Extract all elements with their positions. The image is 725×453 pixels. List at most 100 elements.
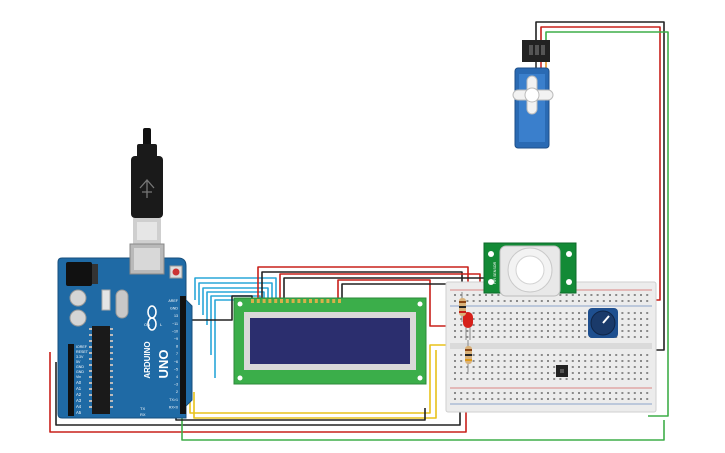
digital-pin-label: ~5: [174, 367, 178, 371]
breadboard-hole: [621, 318, 624, 320]
chip-pin: [89, 394, 92, 396]
breadboard-hole: [509, 392, 512, 394]
breadboard-hole: [497, 294, 500, 296]
breadboard-hole: [516, 366, 518, 368]
breadboard-hole: [633, 324, 636, 326]
breadboard-hole: [596, 392, 599, 394]
chip-pin: [110, 352, 113, 354]
breadboard-hole: [609, 372, 611, 374]
breadboard-hole: [584, 366, 587, 368]
chip-pin: [89, 406, 92, 408]
breadboard-hole: [565, 312, 568, 314]
breadboard-hole: [621, 372, 624, 374]
power-pin-label: GND: [76, 365, 84, 369]
lcd-pin: [332, 299, 336, 303]
breadboard-hole: [559, 378, 562, 380]
arduino-uno: ARDUINO UNO ON L TX RX IOREFRESET3.3V5VG…: [57, 243, 193, 419]
breadboard-hole: [590, 392, 593, 394]
breadboard-hole: [627, 324, 630, 326]
pushbutton[interactable]: [556, 365, 568, 377]
label-tx: TX: [140, 406, 145, 411]
breadboard-hole: [627, 294, 630, 296]
chip-pin: [89, 364, 92, 366]
breadboard-hole: [516, 398, 518, 400]
breadboard-hole: [491, 398, 494, 400]
pir-label: PIR SENSOR: [493, 261, 497, 284]
breadboard-hole: [640, 312, 642, 314]
analog-pin-label: A2: [76, 392, 82, 397]
breadboard-hole: [646, 330, 649, 332]
breadboard-hole: [534, 360, 537, 362]
breadboard-hole: [615, 378, 618, 380]
breadboard-hole: [627, 392, 630, 394]
breadboard-hole: [590, 354, 593, 356]
lcd-pin: [314, 299, 318, 303]
breadboard-hole: [516, 336, 518, 338]
button-wire-yellow: [193, 350, 437, 419]
breadboard-hole: [509, 324, 512, 326]
breadboard-hole: [534, 324, 537, 326]
breadboard-hole: [478, 330, 481, 332]
breadboard-hole: [621, 300, 624, 302]
breadboard-hole: [460, 372, 463, 374]
reset-button-cap[interactable]: [172, 268, 180, 276]
breadboard-hole: [503, 372, 506, 374]
analog-pin-label: A4: [76, 404, 82, 409]
breadboard-hole: [621, 398, 624, 400]
breadboard-hole: [509, 318, 512, 320]
breadboard-hole: [491, 318, 494, 320]
chip-pin: [89, 352, 92, 354]
breadboard-hole: [472, 354, 475, 356]
lcd-pin: [285, 299, 289, 303]
chip-pin: [89, 334, 92, 336]
breadboard-hole: [609, 378, 611, 380]
breadboard-hole: [528, 372, 531, 374]
breadboard-hole: [627, 366, 630, 368]
breadboard-hole: [640, 398, 642, 400]
breadboard-hole: [627, 378, 630, 380]
digital-pin-label: RX<0: [169, 405, 178, 409]
breadboard-hole: [497, 366, 500, 368]
breadboard-hole: [578, 354, 580, 356]
breadboard-hole: [590, 366, 593, 368]
breadboard-hole: [596, 398, 599, 400]
lcd-wire-black-rw: [187, 295, 253, 321]
breadboard-hole: [578, 392, 580, 394]
breadboard-hole: [478, 372, 481, 374]
breadboard-hole: [602, 392, 605, 394]
breadboard-hole: [540, 360, 543, 362]
chip-pin: [89, 328, 92, 330]
breadboard-hole: [559, 312, 562, 314]
breadboard-hole: [646, 336, 649, 338]
servo-wire-green: [545, 31, 669, 417]
breadboard-hole: [497, 398, 500, 400]
breadboard-hole: [472, 318, 475, 320]
breadboard-hole: [547, 318, 549, 320]
breadboard-hole: [584, 324, 587, 326]
breadboard-hole: [646, 378, 649, 380]
breadboard-hole: [584, 336, 587, 338]
breadboard-hole: [478, 398, 481, 400]
breadboard-hole: [491, 330, 494, 332]
breadboard-hole: [472, 398, 475, 400]
breadboard-hole: [534, 366, 537, 368]
breadboard-hole: [615, 398, 618, 400]
breadboard-hole: [522, 360, 525, 362]
breadboard-hole: [621, 378, 624, 380]
usb-cable: [131, 128, 163, 244]
breadboard-hole: [497, 300, 500, 302]
breadboard-hole: [633, 336, 636, 338]
chip-pin: [89, 358, 92, 360]
breadboard-hole: [559, 398, 562, 400]
breadboard-hole: [609, 392, 611, 394]
chip-pin: [110, 334, 113, 336]
breadboard-hole: [553, 392, 556, 394]
breadboard-hole: [528, 336, 531, 338]
breadboard-hole: [516, 312, 518, 314]
breadboard-hole: [609, 354, 611, 356]
breadboard-hole: [472, 372, 475, 374]
breadboard-hole: [571, 336, 574, 338]
breadboard-hole: [578, 360, 580, 362]
potentiometer[interactable]: [588, 308, 618, 338]
